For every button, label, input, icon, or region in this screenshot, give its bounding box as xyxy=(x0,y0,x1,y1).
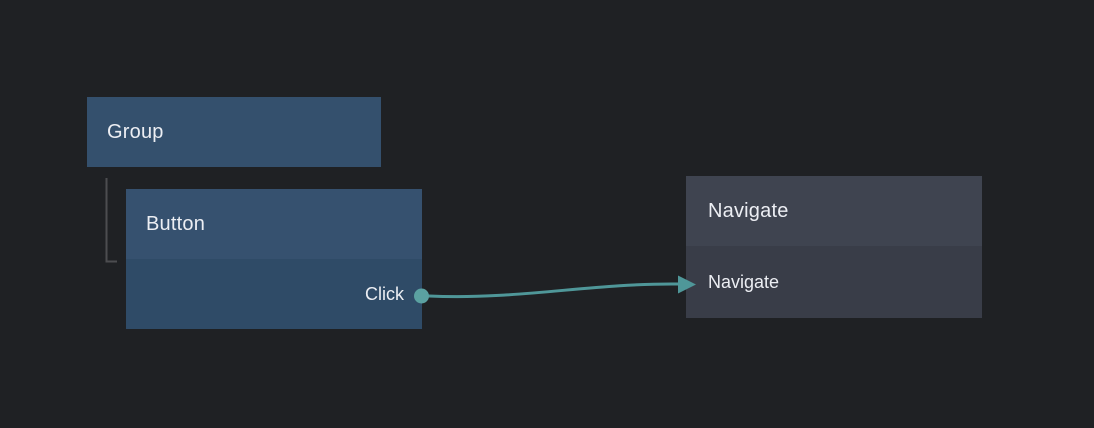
click-output-port-dot[interactable] xyxy=(414,288,429,304)
navigate-action-label: Navigate xyxy=(708,271,780,292)
connection-wire-click-to-navigate[interactable] xyxy=(427,282,681,299)
button-node-output-row[interactable]: Click xyxy=(126,259,422,329)
navigate-node-header[interactable]: Navigate xyxy=(686,176,982,246)
group-node-title: Group xyxy=(107,120,164,143)
node-group[interactable]: Group xyxy=(87,97,381,167)
node-button[interactable]: Button Click xyxy=(126,189,422,329)
group-button-tree-connector-line xyxy=(105,178,117,263)
navigate-action-row[interactable]: Navigate xyxy=(686,246,982,318)
button-node-title: Button xyxy=(146,212,206,235)
click-port-label: Click xyxy=(365,283,404,304)
group-node-header[interactable]: Group xyxy=(87,97,381,167)
button-node-header[interactable]: Button xyxy=(126,189,422,259)
node-navigate[interactable]: Navigate Navigate xyxy=(686,176,982,318)
navigate-node-title: Navigate xyxy=(708,199,789,222)
